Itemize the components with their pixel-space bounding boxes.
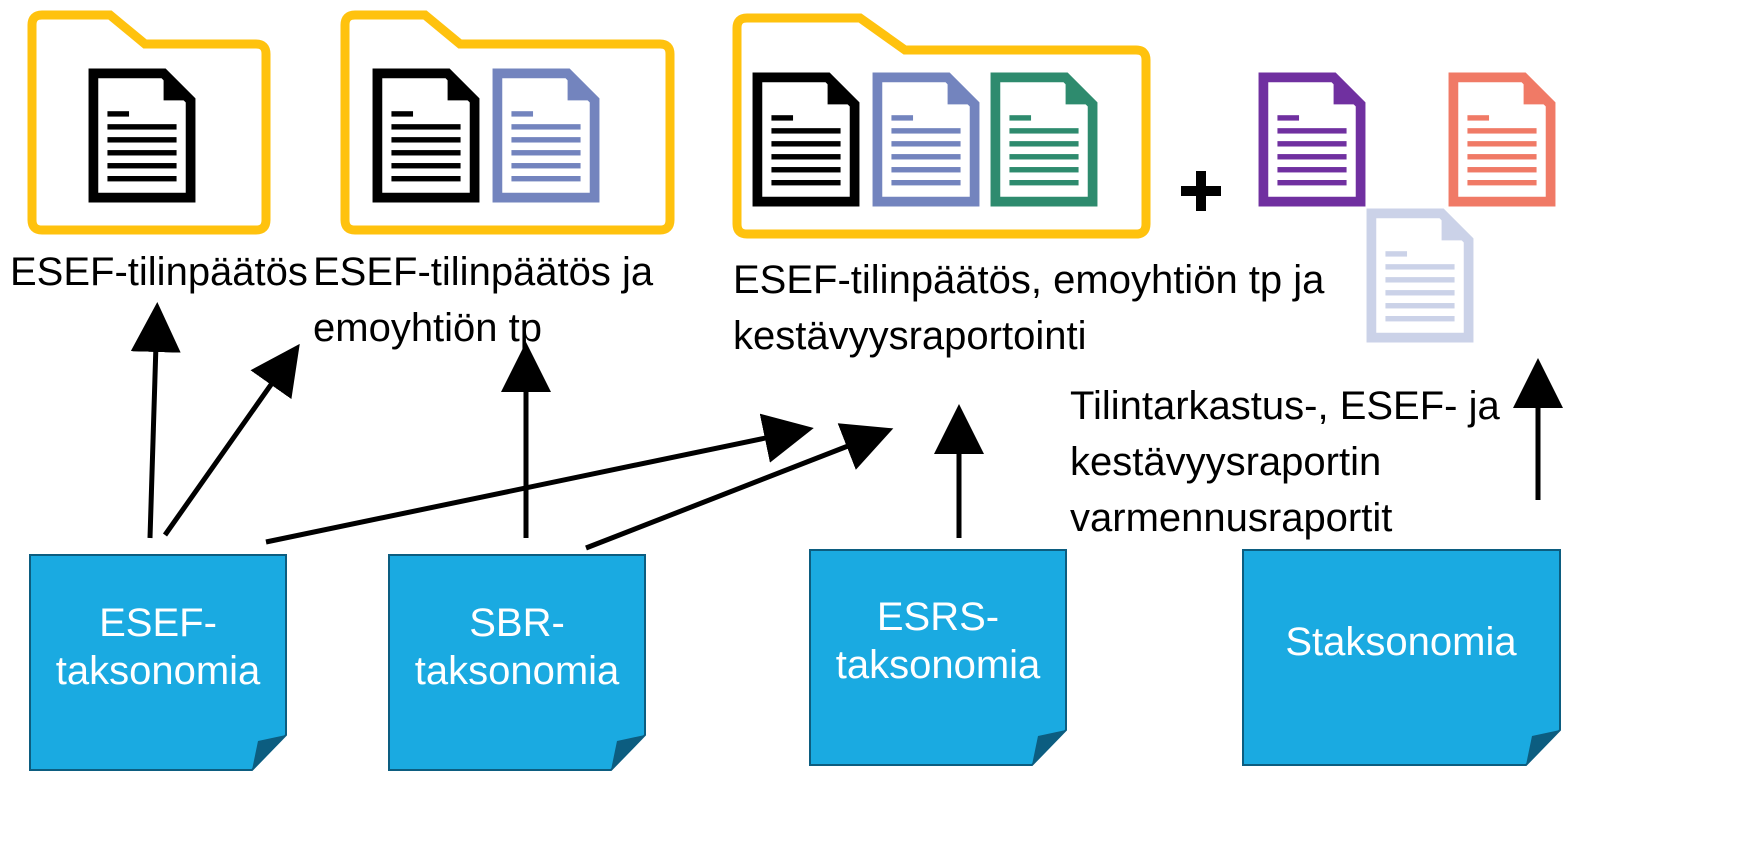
caption-line: kestävyysraportointi bbox=[733, 314, 1087, 358]
folder-esef-parent bbox=[340, 10, 675, 235]
caption-line: ESEF-tilinpäätös bbox=[10, 250, 308, 294]
document-icon bbox=[995, 77, 1092, 201]
caption-line: varmennusraportit bbox=[1070, 496, 1393, 540]
document-icon bbox=[93, 73, 190, 197]
caption-esef-parent: ESEF-tilinpäätös ja emoyhtiön tp bbox=[313, 244, 653, 356]
caption-line: emoyhtiön tp bbox=[313, 306, 543, 350]
caption-esef-parent-sust: ESEF-tilinpäätös, emoyhtiön tp ja kestäv… bbox=[733, 252, 1324, 364]
caption-assurance-reports: Tilintarkastus-, ESEF- ja kestävyysrapor… bbox=[1070, 378, 1500, 546]
note-label: taksonomia bbox=[56, 649, 261, 693]
arrow-icon bbox=[585, 423, 894, 551]
document-icon bbox=[497, 73, 594, 197]
note-label: ESRS- bbox=[877, 595, 999, 639]
document-icon bbox=[1453, 77, 1550, 201]
caption-line: ESEF-tilinpäätös, emoyhtiön tp ja bbox=[733, 258, 1325, 302]
caption-line: Tilintarkastus-, ESEF- ja bbox=[1070, 384, 1500, 428]
caption-line: ESEF-tilinpäätös ja bbox=[313, 250, 654, 294]
folder-icon bbox=[340, 10, 675, 235]
document-icon bbox=[877, 77, 974, 201]
note-label: ESEF- bbox=[99, 601, 217, 645]
arrow-icon bbox=[265, 413, 814, 545]
document-icon bbox=[1263, 77, 1360, 201]
folder-esef-parent-sust bbox=[732, 13, 1151, 239]
note-label: Staksonomia bbox=[1285, 620, 1517, 664]
note-staksonomia: Staksonomia bbox=[1242, 549, 1561, 766]
caption-line: kestävyysraportin bbox=[1070, 440, 1382, 484]
note-sbr-taxonomy: SBR- taksonomia bbox=[388, 554, 646, 771]
document-icon bbox=[377, 73, 474, 197]
document-icon bbox=[757, 77, 854, 201]
note-esrs-taxonomy: ESRS- taksonomia bbox=[809, 549, 1067, 766]
folder-icon bbox=[732, 13, 1151, 239]
arrow-icon bbox=[162, 343, 300, 537]
note-label: taksonomia bbox=[836, 643, 1041, 687]
folder-icon bbox=[27, 10, 271, 235]
plus-icon bbox=[1181, 171, 1221, 211]
document-icon bbox=[1371, 213, 1468, 337]
folder-esef bbox=[27, 10, 271, 235]
note-label: taksonomia bbox=[415, 649, 620, 693]
note-label: SBR- bbox=[469, 601, 565, 645]
caption-esef-fs: ESEF-tilinpäätös bbox=[10, 244, 308, 300]
note-esef-taxonomy: ESEF- taksonomia bbox=[29, 554, 287, 771]
arrows bbox=[130, 302, 1563, 551]
arrow-icon bbox=[130, 302, 181, 539]
